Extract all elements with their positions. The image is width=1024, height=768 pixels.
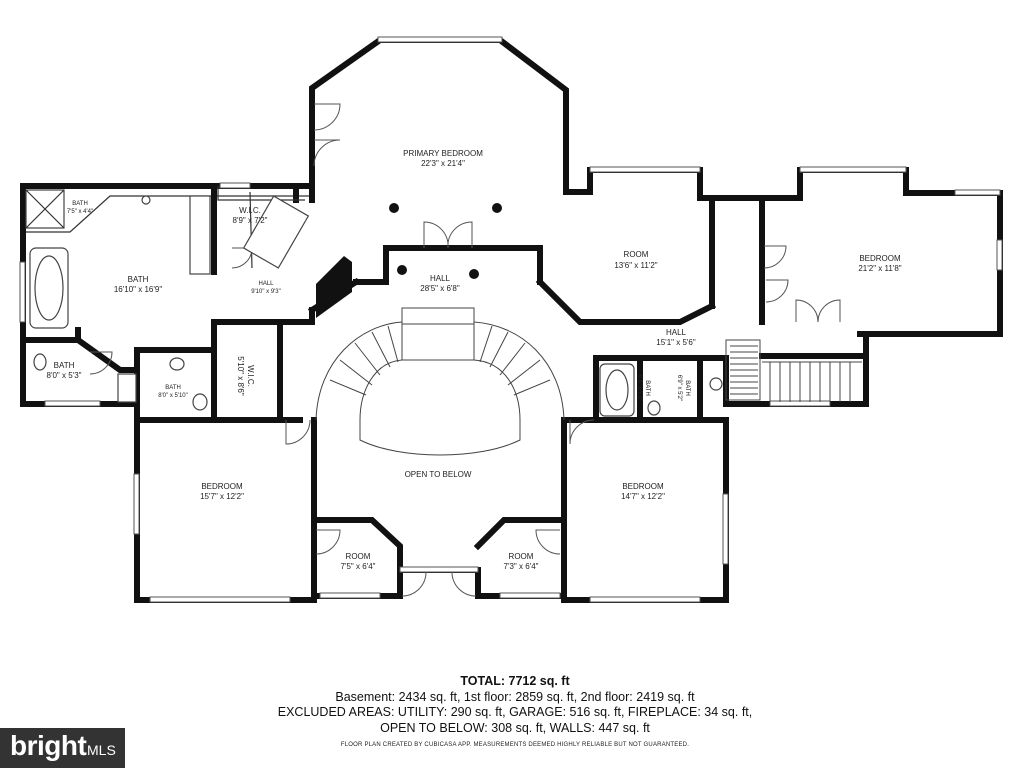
room-dims: 14'7" x 12'2" xyxy=(621,492,665,501)
room-name: ROOM xyxy=(509,552,534,561)
room-name: HALL xyxy=(666,328,687,337)
room-name: BEDROOM xyxy=(859,254,901,263)
grand-staircase xyxy=(315,307,565,456)
brand-suffix: MLS xyxy=(87,742,116,758)
room-name: ROOM xyxy=(624,250,649,259)
room-dims: 6'9" x 5'2" xyxy=(676,375,682,401)
area-summary: TOTAL: 7712 sq. ft Basement: 2434 sq. ft… xyxy=(250,674,780,736)
room-dims: 15'1" x 5'6" xyxy=(656,338,696,347)
room-name: BATH xyxy=(644,380,650,396)
total-area: TOTAL: 7712 sq. ft xyxy=(460,674,570,688)
room-dims: 16'10" x 16'9" xyxy=(114,285,162,294)
room-dims: 8'9" x 7'2" xyxy=(233,216,268,225)
room-name: PRIMARY BEDROOM xyxy=(403,149,483,158)
room-name: BEDROOM xyxy=(622,482,664,491)
room-name: W.I.C. xyxy=(239,206,261,215)
room-name: ROOM xyxy=(346,552,371,561)
floor-areas: Basement: 2434 sq. ft, 1st floor: 2859 s… xyxy=(335,689,695,704)
room-name: HALL xyxy=(430,274,451,283)
room-dims: 5'10" x 8'6" xyxy=(236,356,245,396)
brand-name: bright xyxy=(10,730,87,761)
room-name: BATH xyxy=(72,201,88,207)
excluded-areas: EXCLUDED AREAS: UTILITY: 290 sq. ft, GAR… xyxy=(277,705,753,719)
room-name: BATH xyxy=(54,361,75,370)
windows xyxy=(19,36,1003,603)
room-dims: 13'6" x 11'2" xyxy=(614,261,657,270)
floorplan-credit: FLOOR PLAN CREATED BY CUBICASA APP. MEAS… xyxy=(340,742,690,748)
room-dims: 9'10" x 9'3" xyxy=(251,289,281,295)
room-name: HALL xyxy=(258,281,274,287)
room-dims: 8'0" x 5'3" xyxy=(47,371,82,380)
room-name: OPEN TO BELOW xyxy=(405,470,472,479)
room-dims: 22'3" x 21'4" xyxy=(421,159,465,168)
room-name: BATH xyxy=(165,385,181,391)
room-dims: 21'2" x 11'8" xyxy=(858,264,901,273)
room-dims: 8'0" x 5'10" xyxy=(158,393,188,399)
fireplace xyxy=(316,256,352,318)
room-dims: 6'4" x 5'2" xyxy=(636,375,642,401)
room-name: W.I.C. xyxy=(246,365,255,387)
room-dims: 7'3" x 6'4" xyxy=(504,562,539,571)
room-dims: 15'7" x 12'2" xyxy=(200,492,244,501)
doors xyxy=(89,103,841,597)
excluded-areas-cont: OPEN TO BELOW: 308 sq. ft, WALLS: 447 sq… xyxy=(380,720,650,735)
floor-plan: PRIMARY BEDROOM 22'3" x 21'4" ROOM 13'6"… xyxy=(19,36,1003,603)
back-staircase xyxy=(725,339,862,402)
room-name: BATH xyxy=(684,380,690,396)
bright-mls-logo: bright MLS xyxy=(0,728,125,768)
room-dims: 7'5" x 6'4" xyxy=(341,562,376,571)
fixtures xyxy=(25,189,723,417)
columns xyxy=(389,203,502,279)
room-name: BATH xyxy=(128,275,149,284)
room-name: BEDROOM xyxy=(201,482,243,491)
room-labels: PRIMARY BEDROOM 22'3" x 21'4" ROOM 13'6"… xyxy=(47,149,902,571)
walls xyxy=(20,37,1003,603)
room-dims: 7'5" x 4'4" xyxy=(67,209,93,215)
room-dims: 28'5" x 6'8" xyxy=(420,284,460,293)
